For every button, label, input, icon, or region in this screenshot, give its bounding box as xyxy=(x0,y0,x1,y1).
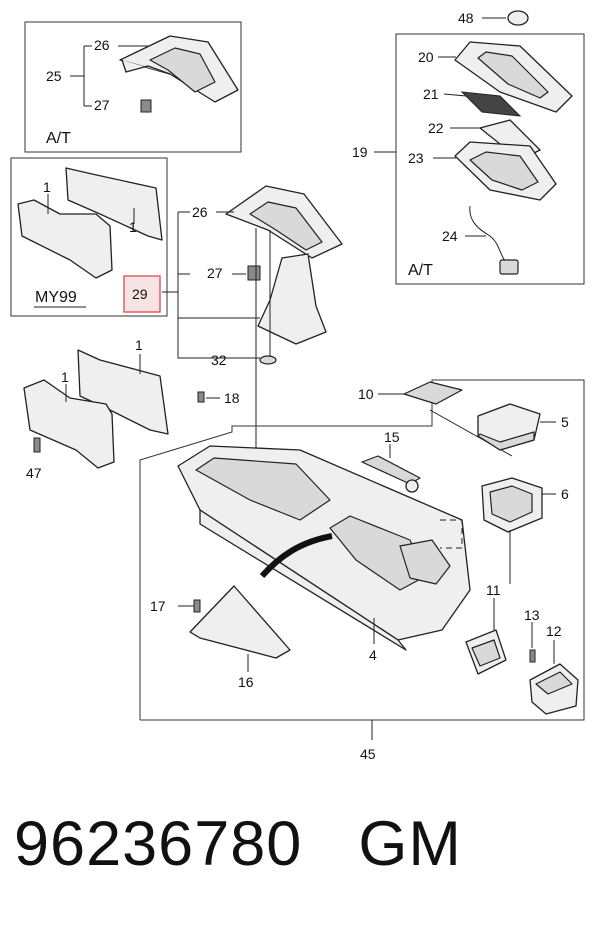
inset-box-my99 xyxy=(10,157,168,317)
label-12: 12 xyxy=(546,623,562,639)
pad-part-10 xyxy=(403,381,463,405)
label-23: 23 xyxy=(408,150,424,166)
label-19: 19 xyxy=(352,144,368,160)
lid-part-5 xyxy=(477,403,541,451)
side-panel-part-1 xyxy=(23,349,169,469)
label-18: 18 xyxy=(224,390,240,406)
cable-stroke xyxy=(259,533,333,579)
label-13: 13 xyxy=(524,607,540,623)
leader-25 xyxy=(70,46,85,106)
label-15: 15 xyxy=(384,429,400,445)
console-part-4 xyxy=(177,445,471,651)
brand-name: GM xyxy=(358,809,462,879)
knob-part-48 xyxy=(507,10,529,26)
screw-part-18 xyxy=(197,391,205,403)
label-1a: 1 xyxy=(43,179,51,195)
label-6: 6 xyxy=(561,486,569,502)
label-10: 10 xyxy=(358,386,374,402)
ashtray-insert-part-12 xyxy=(529,663,579,715)
shift-bezel-part-26-center xyxy=(225,185,343,259)
inset-box-at-bezel xyxy=(24,21,242,153)
label-29: 29 xyxy=(132,286,148,302)
shift-bezel-part-26 xyxy=(119,35,239,103)
screw-part-17 xyxy=(193,599,201,613)
label-4: 4 xyxy=(369,647,377,663)
label-32: 32 xyxy=(211,352,227,368)
part-number: 96236780 xyxy=(14,809,303,879)
label-11: 11 xyxy=(486,582,501,598)
tag-my99: MY99 xyxy=(35,289,77,306)
label-48: 48 xyxy=(458,10,474,26)
label-20: 20 xyxy=(418,49,434,65)
label-1b: 1 xyxy=(129,219,137,235)
cover-part-16 xyxy=(189,585,291,659)
shift-cover-part-20 xyxy=(454,41,573,113)
shifter-assembly-part-23 xyxy=(454,141,557,201)
highlight-box-29 xyxy=(123,275,161,313)
ring-part-32 xyxy=(259,355,277,365)
screw-part-47 xyxy=(33,437,41,453)
main-frame-45 xyxy=(139,379,585,721)
clip-part-27-center xyxy=(247,265,261,281)
tag-at-right: A/T xyxy=(408,262,433,279)
parts-diagram: 26 25 27 A/T 48 20 21 22 23 19 24 A/T 1 … xyxy=(10,10,585,762)
part-number-footer: 96236780 GM xyxy=(14,808,462,880)
ashtray-part-11 xyxy=(465,629,507,675)
label-27a: 27 xyxy=(94,97,110,113)
label-26b: 26 xyxy=(192,204,208,220)
label-17: 17 xyxy=(150,598,166,614)
label-21: 21 xyxy=(423,86,439,102)
wiring-part-24 xyxy=(469,205,519,275)
storage-bin-part-6 xyxy=(481,477,543,533)
label-25: 25 xyxy=(46,68,62,84)
label-1c: 1 xyxy=(135,337,143,353)
shift-boot-part-29 xyxy=(257,253,327,345)
label-47: 47 xyxy=(26,465,42,481)
label-1d: 1 xyxy=(61,369,69,385)
label-45: 45 xyxy=(360,746,376,762)
side-panel-part-1-my99 xyxy=(17,167,163,279)
leader-group-26-32 xyxy=(177,212,260,359)
tray-part-15 xyxy=(361,455,421,493)
label-27b: 27 xyxy=(207,265,223,281)
label-16: 16 xyxy=(238,674,254,690)
label-26a: 26 xyxy=(94,37,110,53)
label-22: 22 xyxy=(428,120,444,136)
plate-part-21 xyxy=(460,91,522,117)
tag-at-left: A/T xyxy=(46,130,71,147)
label-5: 5 xyxy=(561,414,569,430)
inset-box-at-shifter xyxy=(395,33,585,285)
label-24: 24 xyxy=(442,228,458,244)
clip-part-27 xyxy=(140,99,152,113)
screw-part-13 xyxy=(529,649,536,663)
